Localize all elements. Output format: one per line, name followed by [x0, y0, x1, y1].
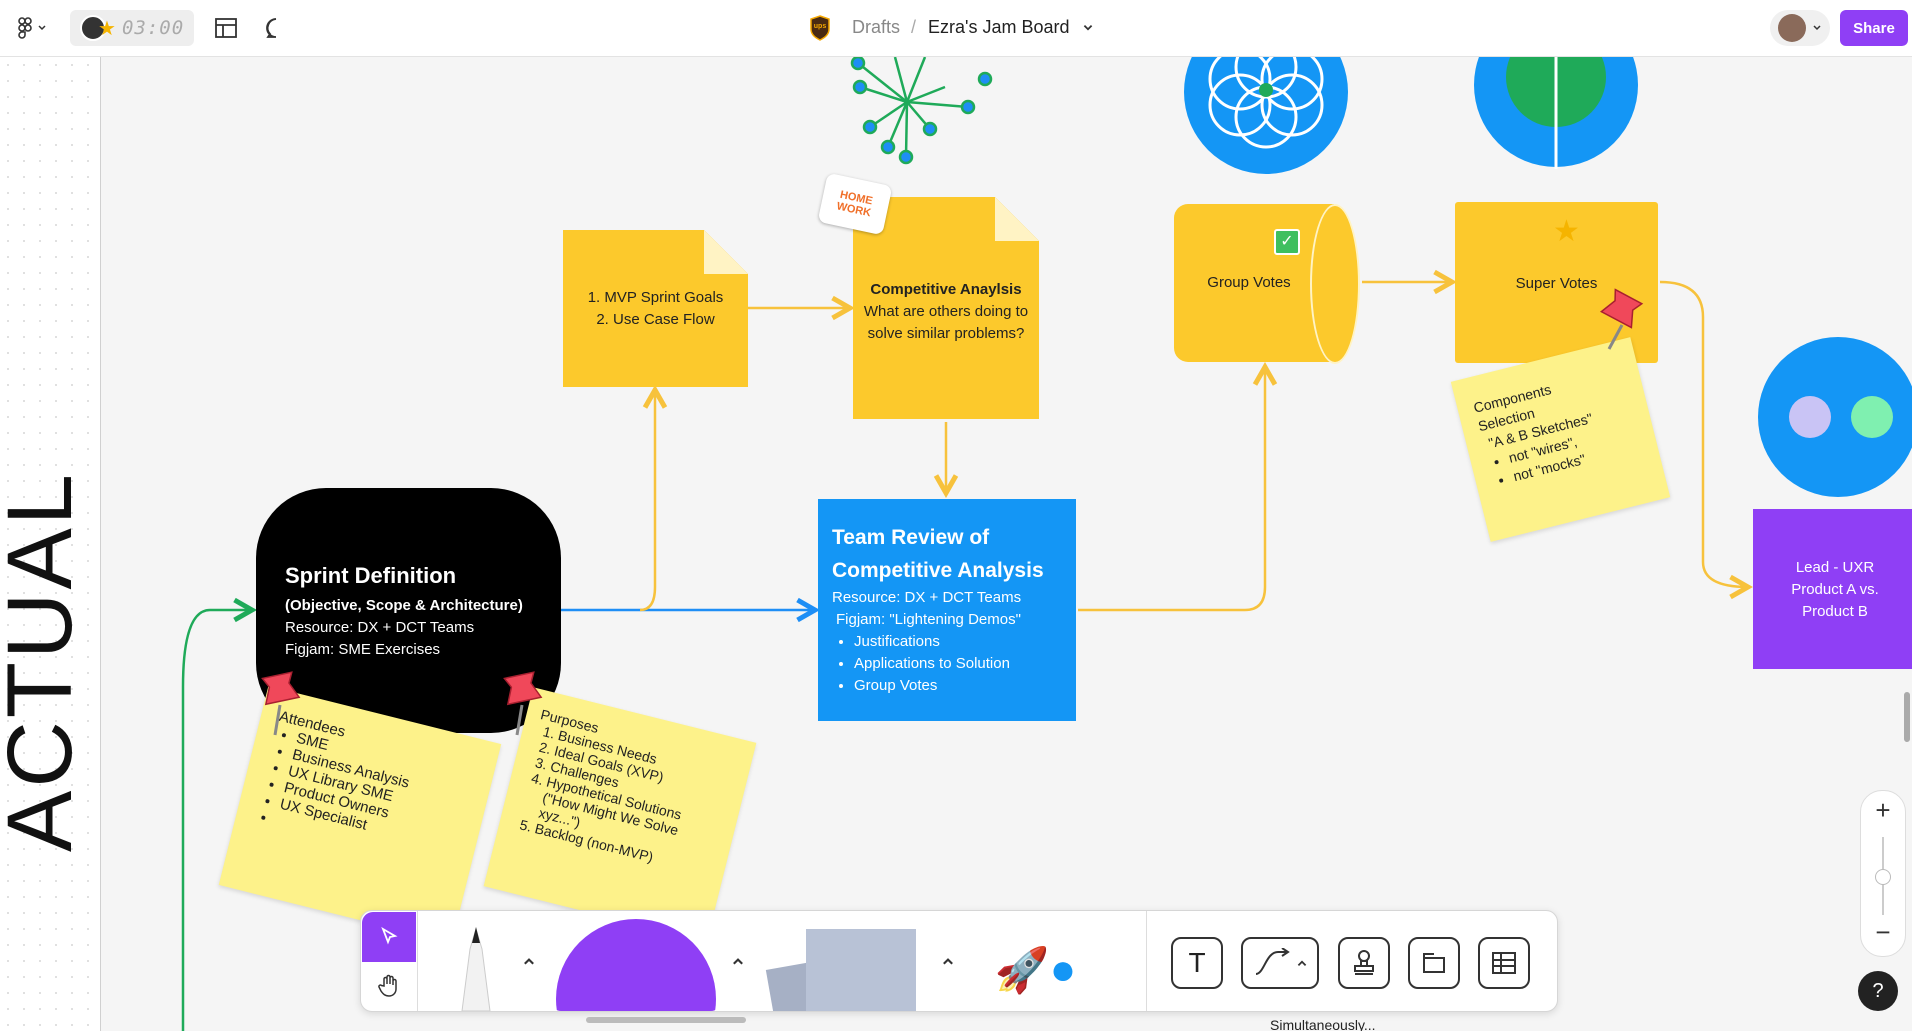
- super-votes-label: Super Votes: [1515, 275, 1598, 292]
- chevron-up-icon: [1297, 960, 1307, 967]
- bottom-toolbar: 🚀 ● T: [360, 910, 1558, 1023]
- team-review-card[interactable]: Team Review of Competitive Analysis Reso…: [818, 499, 1076, 721]
- chevron-down-icon: [38, 25, 46, 31]
- sprint-title: Sprint Definition: [285, 563, 457, 588]
- connector-sprint-to-mvp: [639, 390, 655, 612]
- table-icon: [1478, 937, 1530, 989]
- super-votes-card[interactable]: ★ Super Votes: [1455, 202, 1658, 363]
- avatar: [1778, 14, 1806, 42]
- shape-expand-button[interactable]: [726, 949, 750, 973]
- partial-text-bottom: Simultaneously...: [1270, 1017, 1376, 1031]
- text-tool-button[interactable]: T: [1171, 937, 1223, 989]
- board-canvas[interactable]: ACTUAL: [0, 57, 1912, 1031]
- hand-tool-button[interactable]: [362, 963, 416, 1009]
- hand-icon: [378, 974, 397, 997]
- list-item: Applications to Solution: [854, 653, 1068, 675]
- timer-widget[interactable]: ★ 03:00: [70, 10, 194, 46]
- starburst-decoration: [850, 57, 993, 165]
- flower-circle-decoration: [1184, 57, 1348, 174]
- zoom-out-button[interactable]: −: [1875, 917, 1891, 947]
- connector-green: [181, 610, 252, 1031]
- connectors: [181, 57, 1912, 1031]
- vertical-scrollbar[interactable]: [1904, 692, 1910, 742]
- user-avatar-menu[interactable]: [1770, 10, 1830, 46]
- marker-expand-button[interactable]: [517, 949, 541, 973]
- marker-icon: [461, 927, 491, 1011]
- group-votes-shape[interactable]: ✓ Group Votes: [1174, 204, 1360, 364]
- competitive-title: Competitive Anaylsis: [870, 281, 1022, 298]
- figma-logo-icon: [18, 17, 32, 39]
- team-review-resource: Resource: DX + DCT Teams: [832, 589, 1022, 606]
- sticky-note-tool-button[interactable]: [751, 929, 931, 1011]
- pushpin-icon: [1599, 288, 1644, 350]
- mvp-line-1: 1. MVP Sprint Goals: [587, 289, 724, 306]
- star-sticker-icon: ★: [1553, 215, 1580, 248]
- section-tool-button[interactable]: [1408, 937, 1460, 989]
- team-review-list: Justifications Applications to Solution …: [832, 631, 1068, 697]
- checkbox-icon: ✓: [1274, 229, 1300, 255]
- layout-icon[interactable]: [210, 14, 242, 42]
- zoom-slider-handle[interactable]: [1875, 869, 1891, 885]
- connector-review-to-group: [1078, 367, 1265, 612]
- sprint-figjam: Figjam: SME Exercises: [285, 641, 441, 658]
- chevron-up-icon: [524, 958, 534, 965]
- sprint-subtitle: (Objective, Scope & Architecture): [285, 597, 523, 614]
- connector-tool-button[interactable]: [1241, 937, 1319, 989]
- globe-sticker-icon: ●: [1049, 945, 1077, 994]
- sticky-note-icon: [806, 929, 916, 1011]
- lead-label: Lead - UXR Product A vs. Product B: [1791, 559, 1879, 620]
- sprint-resource: Resource: DX + DCT Teams: [285, 619, 475, 636]
- text-icon: T: [1171, 937, 1223, 989]
- split-circle-decoration: [1474, 57, 1638, 169]
- stamp-tool-button[interactable]: [1338, 937, 1390, 989]
- pushpin-icon: [503, 671, 543, 736]
- chevron-up-icon: [943, 958, 953, 965]
- dotted-margin: [0, 57, 101, 1031]
- team-review-figjam: Figjam: "Lightening Demos": [836, 611, 1021, 628]
- mvp-document-shape[interactable]: 1. MVP Sprint Goals 2. Use Case Flow: [563, 230, 748, 387]
- top-bar: ★ 03:00 ups Drafts / Ezra's Jam Board Sh…: [0, 0, 1912, 57]
- connector-icon: [1255, 948, 1290, 975]
- title-chevron-down-icon[interactable]: [1082, 22, 1094, 34]
- pushpin-icon: [261, 671, 301, 736]
- circle-shape-icon: [556, 919, 716, 1011]
- cursor-icon: [381, 927, 398, 945]
- help-button[interactable]: ?: [1858, 971, 1898, 1011]
- file-title[interactable]: Ezra's Jam Board: [928, 17, 1070, 37]
- chevron-down-icon: [1813, 25, 1821, 31]
- competitive-body: What are others doing to solve similar p…: [863, 303, 1029, 342]
- group-votes-label: Group Votes: [1207, 274, 1291, 291]
- lead-uxr-card[interactable]: Lead - UXR Product A vs. Product B: [1753, 509, 1912, 669]
- org-badge-icon: ups: [808, 14, 832, 42]
- list-item: Justifications: [854, 631, 1068, 653]
- competitive-analysis-shape[interactable]: Competitive Anaylsis What are others doi…: [853, 197, 1039, 419]
- stickers-tool-button[interactable]: 🚀 ●: [973, 929, 1098, 1011]
- share-button[interactable]: Share: [1840, 10, 1908, 46]
- stamp-icon: [1338, 937, 1390, 989]
- rocket-sticker-icon: 🚀: [994, 946, 1050, 995]
- sticky-expand-button[interactable]: [936, 949, 960, 973]
- eyes-circle-decoration: [1758, 337, 1912, 497]
- attendees-list: SME Business Analysis UX Library SME Pro…: [252, 724, 475, 873]
- toolbar-scroll-indicator[interactable]: [586, 1017, 746, 1023]
- marker-tool-button[interactable]: [441, 921, 511, 1011]
- timer-display: 03:00: [121, 17, 185, 39]
- select-tool-button[interactable]: [362, 912, 416, 962]
- star-icon: ★: [98, 17, 116, 40]
- timer-avatar: [80, 15, 106, 41]
- comment-icon[interactable]: [260, 14, 292, 42]
- connector-super-to-lead: [1659, 280, 1748, 587]
- chevron-up-icon: [733, 958, 743, 965]
- section-icon: [1408, 937, 1460, 989]
- list-item: Group Votes: [854, 675, 1068, 697]
- breadcrumb-separator: /: [911, 17, 917, 37]
- team-review-title: Team Review of Competitive Analysis: [832, 526, 1044, 582]
- mvp-line-2: 2. Use Case Flow: [596, 311, 715, 328]
- breadcrumb-drafts[interactable]: Drafts: [852, 17, 901, 37]
- figma-menu-button[interactable]: [12, 14, 52, 42]
- table-tool-button[interactable]: [1478, 937, 1530, 989]
- zoom-controls: + −: [1860, 790, 1906, 957]
- zoom-in-button[interactable]: +: [1875, 795, 1891, 825]
- shape-tool-button[interactable]: [551, 919, 721, 1011]
